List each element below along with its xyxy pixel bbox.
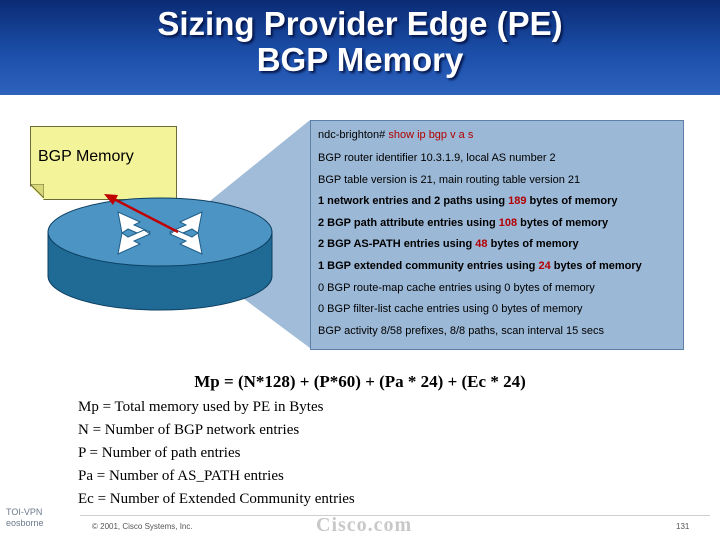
course-code: TOI-VPN <box>6 507 43 517</box>
router-icon <box>47 197 273 311</box>
cisco-logo: Cisco.com <box>316 514 413 536</box>
author-name: eosborne <box>6 518 44 528</box>
footer-divider <box>80 515 710 516</box>
as-path-bytes-value: 48 <box>475 238 488 250</box>
cli-text: 2 BGP path attribute entries using <box>318 217 499 229</box>
slide-title: Sizing Provider Edge (PE) BGP Memory <box>0 6 720 78</box>
extended-community-bytes-value: 24 <box>538 260 551 272</box>
page-number: 131 <box>676 522 690 531</box>
cli-command: show ip bgp v a s <box>385 129 474 141</box>
legend-p: P = Number of path entries <box>78 445 241 461</box>
cli-command-line: ndc-brighton# show ip bgp v a s <box>318 129 473 141</box>
cli-table-version: BGP table version is 21, main routing ta… <box>318 174 581 186</box>
cli-text: bytes of memory <box>487 238 579 250</box>
cli-router-id: BGP router identifier 10.3.1.9, local AS… <box>318 152 556 164</box>
cli-text: 1 BGP extended community entries using <box>318 260 539 272</box>
note-fold-icon <box>30 184 44 198</box>
cli-text: bytes of memory <box>550 260 642 272</box>
legend-pa: Pa = Number of AS_PATH entries <box>78 468 284 484</box>
path-attribute-bytes-value: 108 <box>498 217 518 229</box>
callout-note <box>30 126 177 200</box>
footer-course-info: TOI-VPN eosborne <box>6 507 44 529</box>
cli-text: bytes of memory <box>517 217 609 229</box>
title-line-2: BGP Memory <box>256 41 464 78</box>
cli-network-entries: 1 network entries and 2 paths using 189 … <box>318 195 618 207</box>
copyright-notice: © 2001, Cisco Systems, Inc. <box>92 522 193 531</box>
legend-ec: Ec = Number of Extended Community entrie… <box>78 491 355 507</box>
cli-text: 2 BGP AS-PATH entries using <box>318 238 476 250</box>
legend-n: N = Number of BGP network entries <box>78 422 300 438</box>
cli-path-attribute-entries: 2 BGP path attribute entries using 108 b… <box>318 217 608 229</box>
title-line-1: Sizing Provider Edge (PE) <box>157 5 563 42</box>
callout-label: BGP Memory <box>38 148 134 165</box>
cli-route-map-cache: 0 BGP route-map cache entries using 0 by… <box>318 282 595 294</box>
cli-filter-list-cache: 0 BGP filter-list cache entries using 0 … <box>318 303 583 315</box>
cli-extended-community-entries: 1 BGP extended community entries using 2… <box>318 260 642 272</box>
cli-as-path-entries: 2 BGP AS-PATH entries using 48 bytes of … <box>318 238 579 250</box>
title-banner <box>0 0 720 95</box>
network-bytes-value: 189 <box>508 195 527 207</box>
memory-formula: Mp = (N*128) + (P*60) + (Pa * 24) + (Ec … <box>194 372 526 391</box>
legend-mp: Mp = Total memory used by PE in Bytes <box>78 399 324 415</box>
cli-output-panel <box>310 120 684 350</box>
cli-prompt: ndc-brighton# <box>318 129 386 141</box>
cli-text: bytes of memory <box>526 195 618 207</box>
pointer-arrow <box>104 194 179 234</box>
cli-bgp-activity: BGP activity 8/58 prefixes, 8/8 paths, s… <box>318 325 604 337</box>
cli-text: 1 network entries and 2 paths using <box>318 195 509 207</box>
